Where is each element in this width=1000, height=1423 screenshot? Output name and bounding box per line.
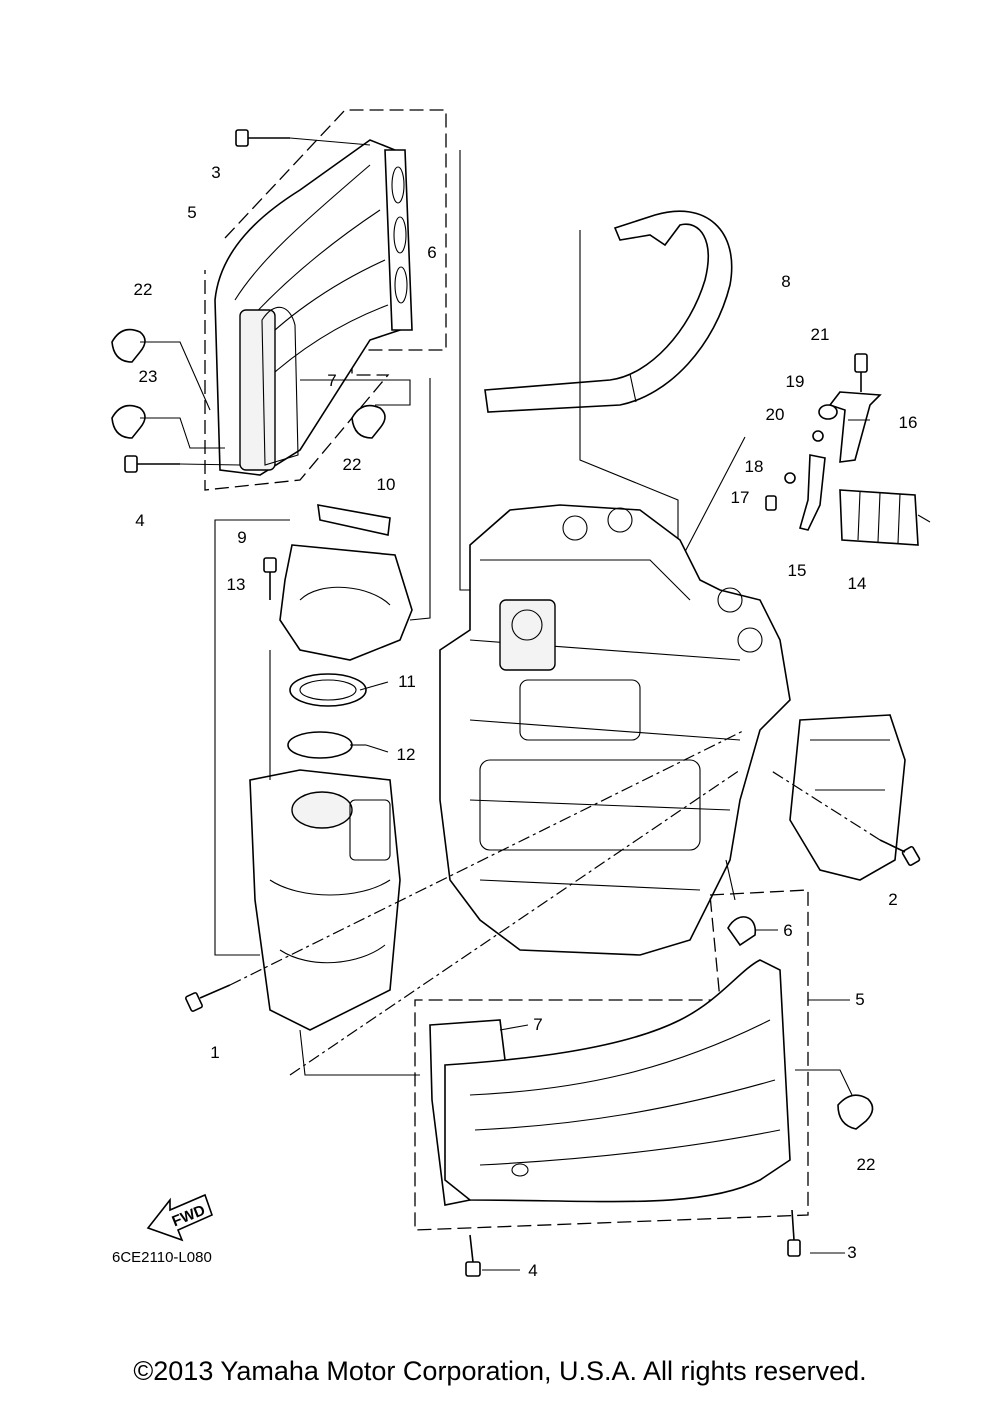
- callout-7: 7: [327, 371, 336, 390]
- bracket-16: [828, 391, 882, 463]
- cover-9: [279, 544, 413, 661]
- callout-15: 15: [788, 561, 807, 580]
- callouts: 3 5 6 22 23 7 22 4 8 21 19 16 20 18 17 1…: [134, 163, 918, 1280]
- collar-20: [812, 430, 824, 442]
- drawing-code: 6CE2110-L080: [112, 1249, 212, 1266]
- callout-6: 6: [783, 921, 792, 940]
- grommet-19: [818, 404, 838, 420]
- callout-5: 5: [187, 203, 196, 222]
- callout-4: 4: [135, 511, 144, 530]
- bolt-4-lower: [465, 1261, 481, 1277]
- callout-12: 12: [397, 745, 416, 764]
- bolt-3-head: [235, 129, 249, 147]
- bolt-3-lower: [787, 1239, 801, 1257]
- callout-21: 21: [811, 325, 830, 344]
- callout-13: 13: [227, 575, 246, 594]
- copyright-notice: ©2013 Yamaha Motor Corporation, U.S.A. A…: [133, 1356, 867, 1386]
- bolt-13: [263, 557, 277, 573]
- callout-20: 20: [766, 405, 785, 424]
- callout-19: 19: [786, 372, 805, 391]
- callout-4: 4: [528, 1261, 537, 1280]
- callout-22: 22: [343, 455, 362, 474]
- seal-10: [317, 504, 391, 536]
- callout-16: 16: [899, 413, 918, 432]
- clip-22-upper: [111, 328, 146, 363]
- throttle-parts: [185, 378, 921, 1076]
- callout-1: 1: [210, 1043, 219, 1062]
- gasket-6-lower: [727, 916, 756, 947]
- callout-3: 3: [211, 163, 220, 182]
- callout-11: 11: [398, 672, 416, 691]
- bolt-2: [901, 846, 921, 866]
- bolt-1: [185, 992, 203, 1012]
- callout-6: 6: [427, 243, 436, 262]
- callout-22: 22: [857, 1155, 876, 1174]
- callout-9: 9: [237, 528, 246, 547]
- callout-8: 8: [781, 272, 790, 291]
- callout-5: 5: [855, 990, 864, 1009]
- bracket-15: [799, 454, 826, 531]
- fwd-arrow: FWD: [146, 1193, 213, 1242]
- clip-23: [111, 404, 146, 439]
- engine-block: [439, 504, 906, 956]
- callout-17: 17: [731, 488, 750, 507]
- clamp-12: [287, 731, 353, 759]
- clip-22-mid: [351, 404, 386, 439]
- callout-23: 23: [139, 367, 158, 386]
- callout-2: 2: [888, 890, 897, 909]
- callout-7: 7: [533, 1015, 542, 1034]
- callout-22: 22: [134, 280, 153, 299]
- clip-22-lower: [837, 1094, 874, 1130]
- seal-11: [289, 673, 367, 707]
- lower-manifold-group: [414, 859, 874, 1277]
- callout-10: 10: [377, 475, 396, 494]
- washer-18: [784, 472, 796, 484]
- upper-manifold-group: [111, 109, 490, 591]
- callout-14: 14: [848, 574, 867, 593]
- bolt-17: [765, 495, 777, 511]
- callout-18: 18: [745, 457, 764, 476]
- bolt-4-head: [124, 455, 138, 473]
- callout-3: 3: [847, 1243, 856, 1262]
